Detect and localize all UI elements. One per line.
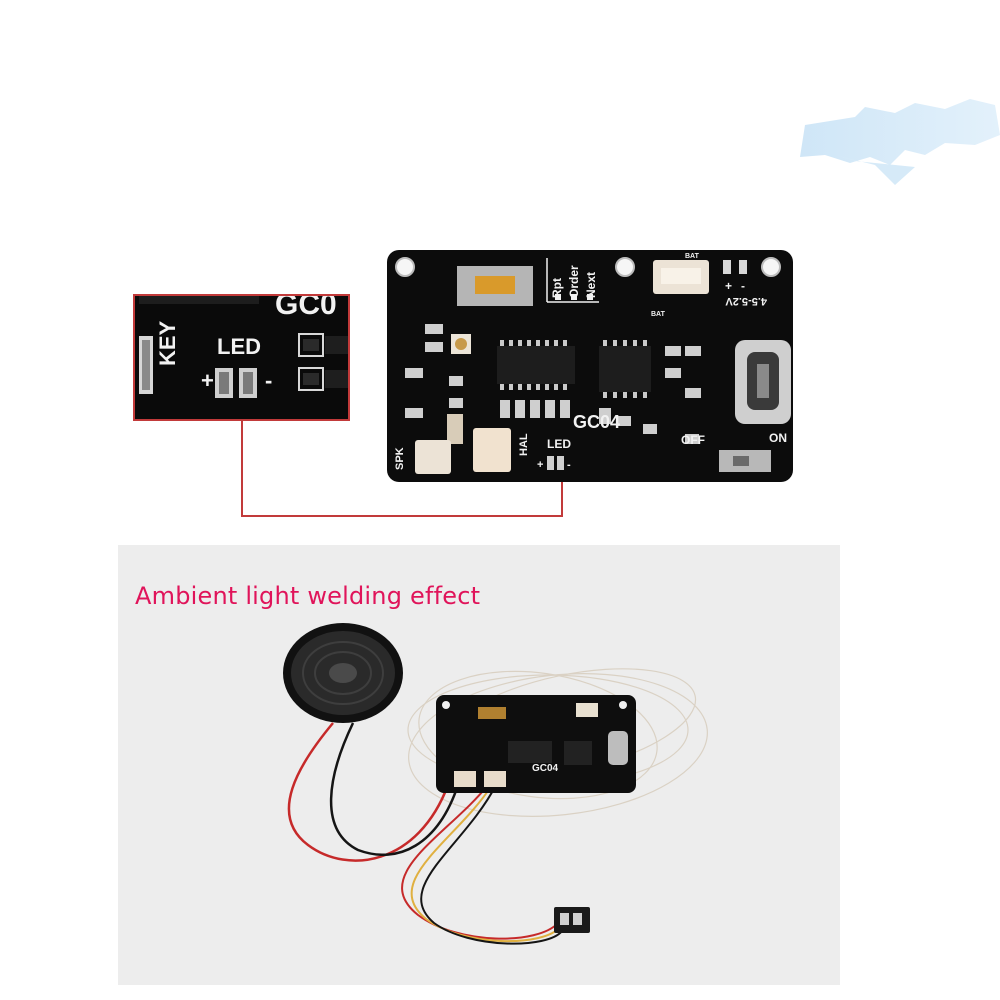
bat-label-top: BAT xyxy=(685,253,700,260)
zoom-plus-label: + xyxy=(201,368,214,393)
off-label: OFF xyxy=(681,433,705,447)
mounting-hole xyxy=(615,257,635,277)
callout-connector xyxy=(241,418,563,517)
hal-connector[interactable] xyxy=(473,428,511,472)
sensor-wire-yellow xyxy=(410,784,561,943)
zoom-led-label: LED xyxy=(217,334,261,359)
speaker-wire-black xyxy=(329,722,460,856)
led-pad-plus xyxy=(547,456,554,470)
led-pad-minus xyxy=(557,456,564,470)
speaker xyxy=(283,623,403,723)
zoom-minus-label: - xyxy=(265,368,272,393)
hal-label: HAL xyxy=(518,433,530,456)
switch-label-next: Next xyxy=(584,272,598,298)
photo-pcb-board xyxy=(436,695,636,793)
blue-brush-stroke xyxy=(800,99,1000,185)
switch-label-rpt: Rpt xyxy=(550,278,564,298)
plus-label: + xyxy=(725,279,732,293)
led-label: LED xyxy=(547,437,571,451)
on-label: ON xyxy=(769,431,787,445)
speaker-connector[interactable] xyxy=(415,440,451,474)
bat-label-bottom: BAT xyxy=(651,311,666,318)
spk-label: SPK xyxy=(394,447,406,470)
board-model-label: GC04 xyxy=(573,412,620,432)
voltage-label: 4.5-5.2V xyxy=(725,295,767,307)
zoom-detail-graphic: GC0 KEY LED + - xyxy=(135,296,348,419)
mounting-hole xyxy=(395,257,415,277)
zoom-key-label: KEY xyxy=(155,320,180,366)
ic-chip xyxy=(497,346,575,384)
photo-board-model-label: GC04 xyxy=(532,763,559,774)
switch-label-order: Order xyxy=(567,265,581,298)
sensor-wire-red xyxy=(401,784,559,940)
zoom-partial-model: GC0 xyxy=(275,296,337,321)
hall-sensor-board xyxy=(554,907,590,933)
mounting-hole xyxy=(761,257,781,277)
ic-chip xyxy=(599,346,651,392)
minus-label: - xyxy=(741,279,745,293)
zoom-detail-box: GC0 KEY LED + - xyxy=(133,294,350,421)
speaker-wire-red xyxy=(287,722,450,862)
pcb-board: Rpt Order Next BAT BAT + - 4.5-5.2V GC04 xyxy=(387,250,793,482)
sensor-wire-black xyxy=(420,784,563,945)
led-plus-label: + xyxy=(537,459,543,471)
photo-caption: Ambient light welding effect xyxy=(135,582,481,610)
photo-scene: GC04 xyxy=(283,623,708,945)
led-minus-label: - xyxy=(567,459,571,471)
